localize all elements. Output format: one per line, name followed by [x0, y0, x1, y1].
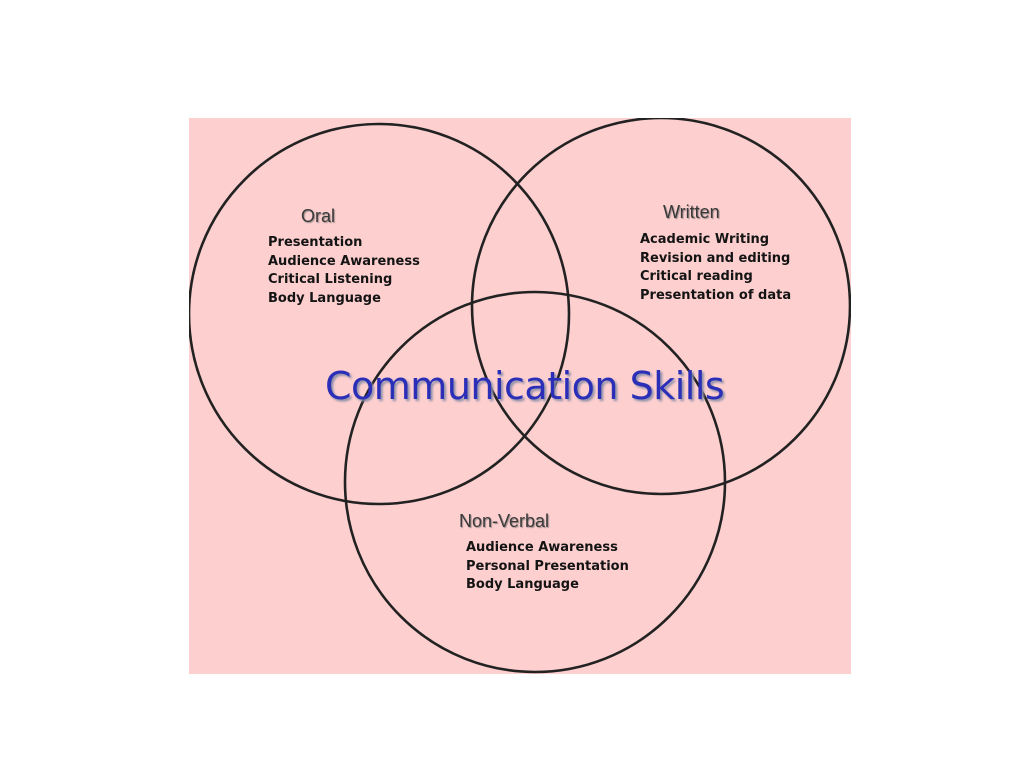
- written-set-title: Written: [663, 202, 720, 222]
- venn-circles: [189, 118, 851, 674]
- list-item: Critical reading: [640, 269, 753, 284]
- oral-circle: [189, 122, 571, 506]
- list-item: Academic Writing: [640, 232, 770, 247]
- list-item: Presentation: [268, 235, 363, 250]
- list-item: Body Language: [466, 577, 579, 592]
- oral-items-list: Presentation Audience Awareness Critical…: [268, 234, 420, 308]
- nonverbal-circle: [343, 290, 727, 674]
- diagram-title: Communication Skills: [325, 364, 725, 408]
- list-item: Presentation of data: [640, 287, 792, 303]
- venn-diagram: Oral Presentation Audience Awareness Cri…: [189, 118, 851, 674]
- nonverbal-set-title: Non-Verbal: [459, 511, 550, 531]
- list-item: Body Language: [268, 290, 381, 306]
- list-item: Revision and editing: [640, 250, 791, 266]
- oral-set-title: Oral: [301, 206, 336, 226]
- list-item: Audience Awareness: [268, 253, 420, 269]
- list-item: Critical Listening: [268, 272, 393, 287]
- list-item: Personal Presentation: [466, 558, 629, 574]
- written-circle: [470, 118, 851, 496]
- nonverbal-items-list: Audience Awareness Personal Presentation…: [466, 539, 629, 595]
- written-items-list: Academic Writing Revision and editing Cr…: [640, 231, 791, 305]
- list-item: Audience Awareness: [466, 540, 618, 555]
